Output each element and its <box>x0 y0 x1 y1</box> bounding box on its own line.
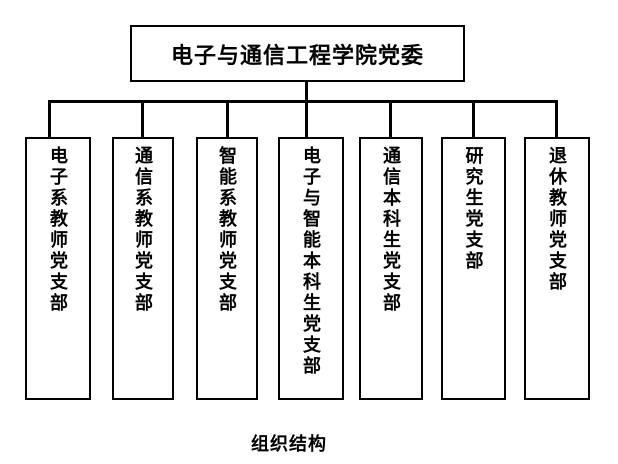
connector-drop <box>48 100 51 138</box>
connector-drop <box>141 100 144 138</box>
org-branch-node: 智能系教师党支部 <box>196 137 258 400</box>
org-branch-label: 通信本科生党支部 <box>381 146 401 314</box>
chart-caption: 组织结构 <box>251 434 327 454</box>
connector-drop <box>389 100 392 138</box>
org-branch-label: 退休教师党支部 <box>547 146 567 293</box>
connector-drop <box>305 100 308 138</box>
org-branch-node: 研究生党支部 <box>441 137 506 400</box>
org-branch-node: 电子与智能本科生党支部 <box>278 137 344 400</box>
org-branch-label: 研究生党支部 <box>463 146 484 272</box>
org-root-node: 电子与通信工程学院党委 <box>130 25 465 82</box>
org-branch-label: 通信系教师党支部 <box>133 146 153 314</box>
org-branch-node: 退休教师党支部 <box>524 137 590 400</box>
org-branch-label: 电子系教师党支部 <box>48 146 68 314</box>
connector-drop <box>472 100 475 138</box>
org-branch-node: 通信本科生党支部 <box>359 137 423 400</box>
org-branch-node: 电子系教师党支部 <box>25 137 91 400</box>
org-root-label: 电子与通信工程学院党委 <box>170 42 424 68</box>
connector-bus <box>48 100 558 103</box>
org-branch-label: 电子与智能本科生党支部 <box>301 146 321 377</box>
org-branch-node: 通信系教师党支部 <box>112 137 174 400</box>
connector-drop <box>226 100 229 138</box>
org-branch-label: 智能系教师党支部 <box>217 146 237 314</box>
connector-drop <box>555 100 558 138</box>
